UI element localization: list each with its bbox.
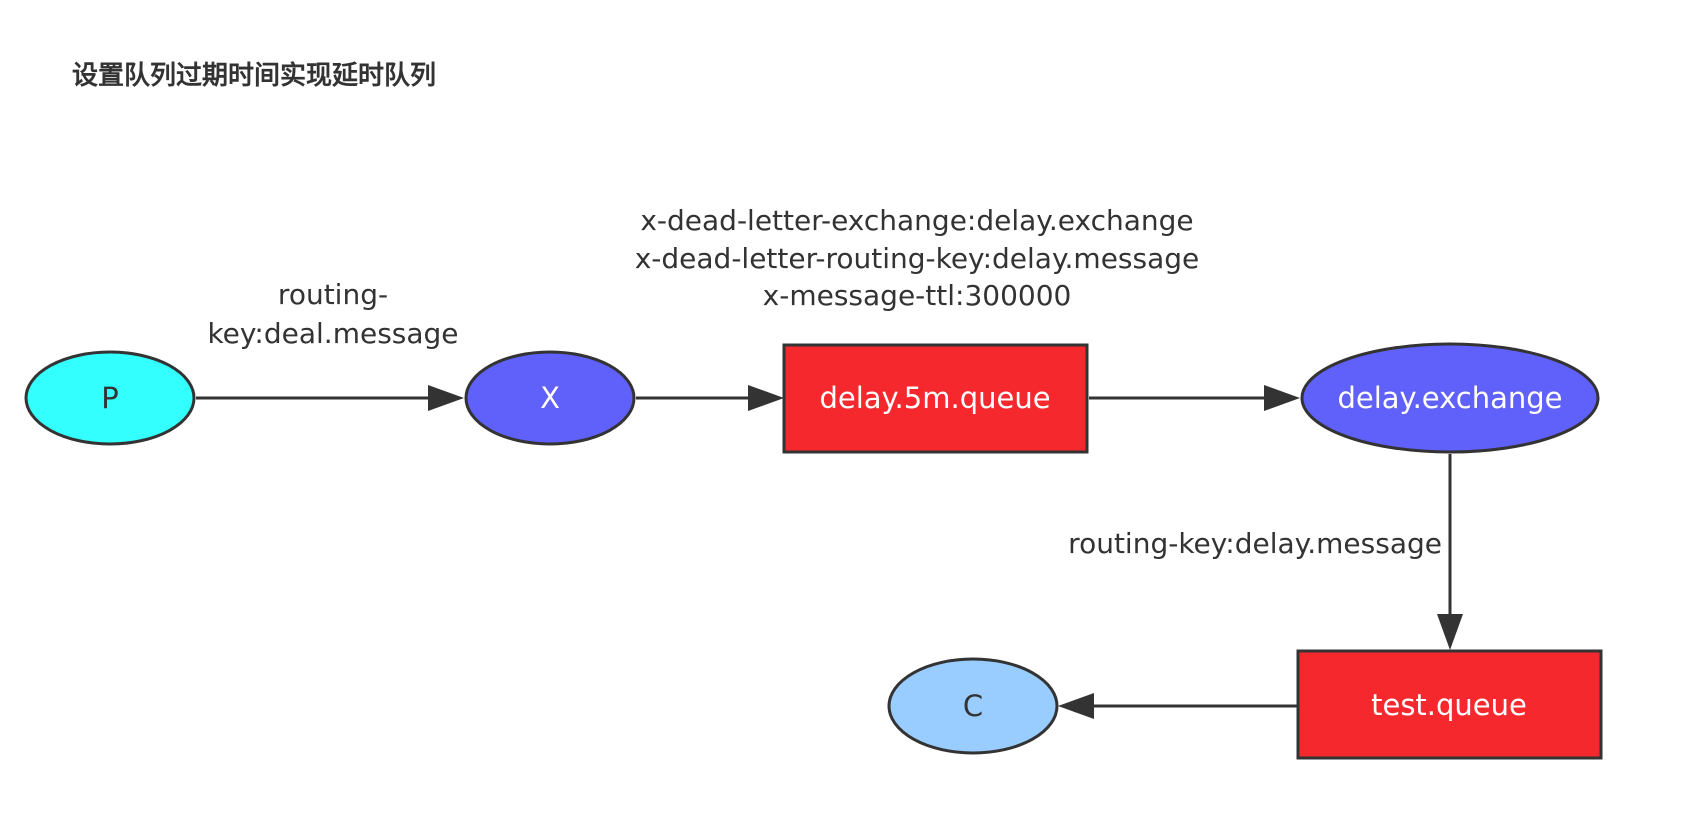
arrowhead [748, 385, 784, 411]
exchange-x-ellipse [464, 350, 636, 446]
edge-test-queue-to-consumer [1058, 693, 1297, 719]
arrowhead [428, 385, 464, 411]
producer-label: P [101, 381, 119, 415]
delay-queue-rect [782, 343, 1089, 454]
test-queue-rect [1296, 649, 1603, 760]
delay-queue-node: delay.5m.queue [782, 343, 1089, 454]
consumer-label: C [963, 689, 983, 723]
edge-x-to-delay-queue [636, 385, 784, 411]
arrowhead [1264, 385, 1300, 411]
edge-delay-exchange-to-test-queue [1437, 454, 1463, 650]
delay-exchange-ellipse [1300, 342, 1600, 454]
p-to-x-label-line2: key:deal.message [207, 317, 458, 350]
queue-args-line2: x-dead-letter-routing-key:delay.message [635, 242, 1200, 275]
edge-p-to-x [196, 385, 464, 411]
test-queue-node: test.queue [1296, 649, 1603, 760]
diagram-title: 设置队列过期时间实现延时队列 [72, 60, 436, 91]
arrowhead [1058, 693, 1094, 719]
producer-ellipse [24, 350, 196, 446]
consumer-ellipse [887, 657, 1059, 755]
delay-exchange-label: delay.exchange [1337, 381, 1562, 415]
p-to-x-label-line1: routing- [278, 278, 388, 311]
consumer-node: C [887, 657, 1059, 755]
exchange-x-label: X [540, 381, 560, 415]
exchange-x-node: X [464, 350, 636, 446]
producer-node: P [24, 350, 196, 446]
queue-args-line1: x-dead-letter-exchange:delay.exchange [640, 204, 1193, 237]
exchange-to-queue-label: routing-key:delay.message [1068, 527, 1442, 560]
edge-delay-queue-to-delay-exchange [1089, 385, 1300, 411]
delay-queue-label: delay.5m.queue [819, 381, 1050, 415]
arrowhead [1437, 614, 1463, 650]
queue-args-line3: x-message-ttl:300000 [763, 279, 1072, 312]
test-queue-label: test.queue [1371, 688, 1527, 722]
delay-exchange-node: delay.exchange [1300, 342, 1600, 454]
